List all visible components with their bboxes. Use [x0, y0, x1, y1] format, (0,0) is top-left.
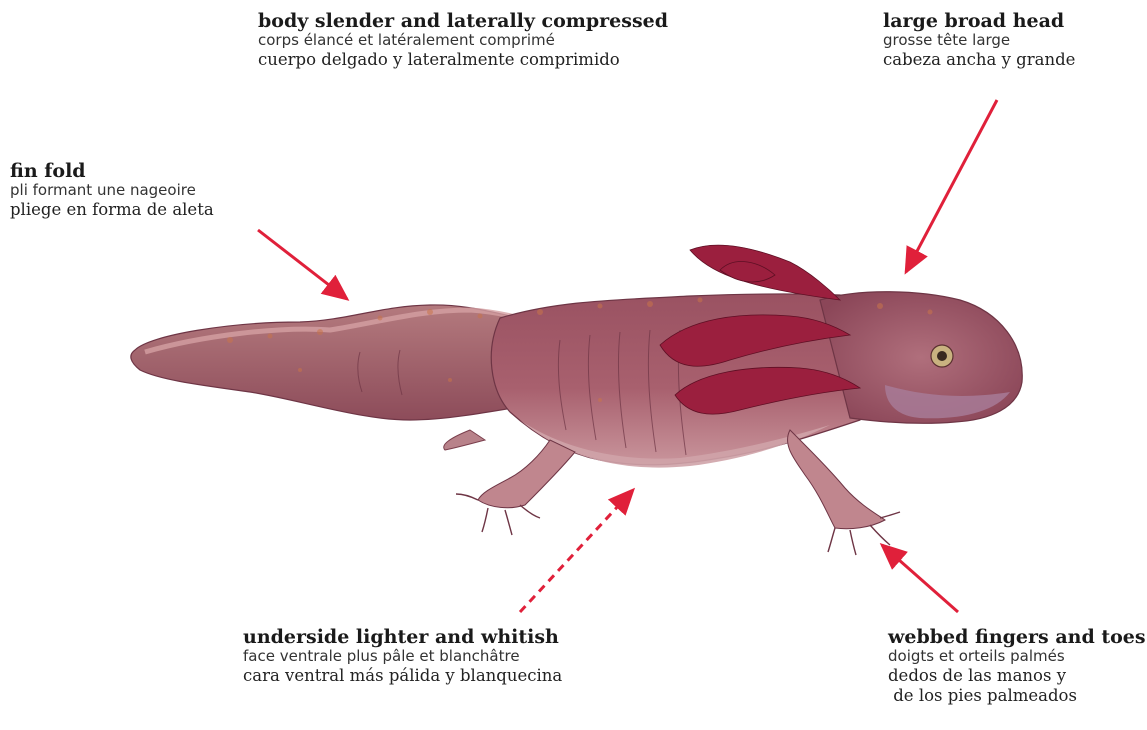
label-webbed-feet-en: webbed fingers and toes — [888, 626, 1146, 648]
hind-leg-near — [456, 440, 575, 535]
arrow-head — [906, 100, 997, 272]
label-webbed-feet-es: dedos de las manos y de los pies palmead… — [888, 666, 1146, 705]
label-fin-fold-es: pliege en forma de aleta — [10, 200, 214, 219]
label-body-en: body slender and laterally compressed — [258, 10, 668, 32]
label-webbed-feet: webbed fingers and toes doigts et orteil… — [888, 626, 1146, 705]
label-head: large broad head grosse tête large cabez… — [883, 10, 1075, 70]
label-fin-fold-fr: pli formant une nageoire — [10, 182, 214, 200]
label-body-fr: corps élancé et latéralement comprimé — [258, 32, 668, 50]
front-leg-near — [788, 430, 900, 555]
label-webbed-feet-fr: doigts et orteils palmés — [888, 648, 1146, 666]
label-head-fr: grosse tête large — [883, 32, 1075, 50]
label-underside: underside lighter and whitish face ventr… — [243, 626, 562, 686]
label-underside-en: underside lighter and whitish — [243, 626, 562, 648]
arrow-webbed-feet — [882, 545, 958, 612]
label-underside-es: cara ventral más pálida y blanquecina — [243, 666, 562, 685]
hind-leg-back — [444, 430, 485, 450]
label-head-en: large broad head — [883, 10, 1075, 32]
label-fin-fold-en: fin fold — [10, 160, 214, 182]
label-body: body slender and laterally compressed co… — [258, 10, 668, 70]
label-underside-fr: face ventrale plus pâle et blanchâtre — [243, 648, 562, 666]
label-body-es: cuerpo delgado y lateralmente comprimido — [258, 50, 668, 69]
external-gills — [660, 245, 860, 414]
arrow-underside — [520, 490, 633, 612]
label-fin-fold: fin fold pli formant une nageoire pliege… — [10, 160, 214, 220]
arrow-fin-fold — [258, 230, 347, 299]
label-head-es: cabeza ancha y grande — [883, 50, 1075, 69]
eye — [931, 345, 953, 367]
